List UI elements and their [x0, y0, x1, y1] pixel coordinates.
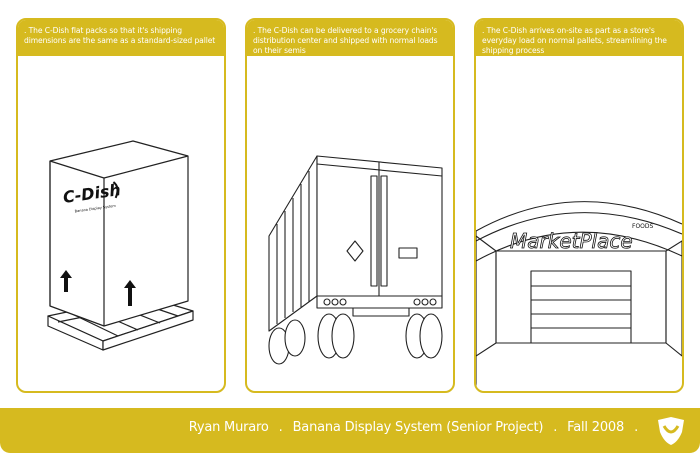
banana-logo-icon	[112, 181, 119, 199]
footer-separator: .	[634, 420, 638, 435]
store-sign-text: MarketPlace	[510, 229, 633, 253]
boxed-pallet-illustration: C-Dish Banana Display System	[47, 140, 194, 351]
semi-truck-illustration	[268, 155, 443, 365]
storefront-illustration: MarketPlace FOODS	[476, 201, 682, 391]
panel-caption: . The C-Dish flat packs so that it's shi…	[18, 20, 224, 56]
footer-author: Ryan Muraro	[188, 420, 269, 435]
footer-project: Banana Display System (Senior Project)	[292, 420, 544, 435]
panel-store-arrival: . The C-Dish arrives on-site as part as …	[474, 18, 684, 393]
footer-bar: Ryan Muraro. Banana Display System (Senio…	[0, 408, 700, 453]
shield-logo-icon	[658, 417, 684, 445]
footer-separator: .	[553, 420, 558, 435]
panel-distribution: . The C-Dish can be delivered to a groce…	[245, 18, 455, 393]
box-logo-subtitle: Banana Display System	[74, 204, 116, 214]
footer-credits: Ryan Muraro. Banana Display System (Senio…	[189, 420, 648, 435]
panel-caption: . The C-Dish arrives on-site as part as …	[476, 20, 682, 56]
panel-flat-pack: . The C-Dish flat packs so that it's shi…	[16, 18, 226, 393]
store-sign-small: FOODS	[632, 223, 654, 230]
footer-date: Fall 2008	[567, 420, 625, 435]
footer-separator: .	[278, 420, 283, 435]
panel-caption: . The C-Dish can be delivered to a groce…	[247, 20, 453, 56]
